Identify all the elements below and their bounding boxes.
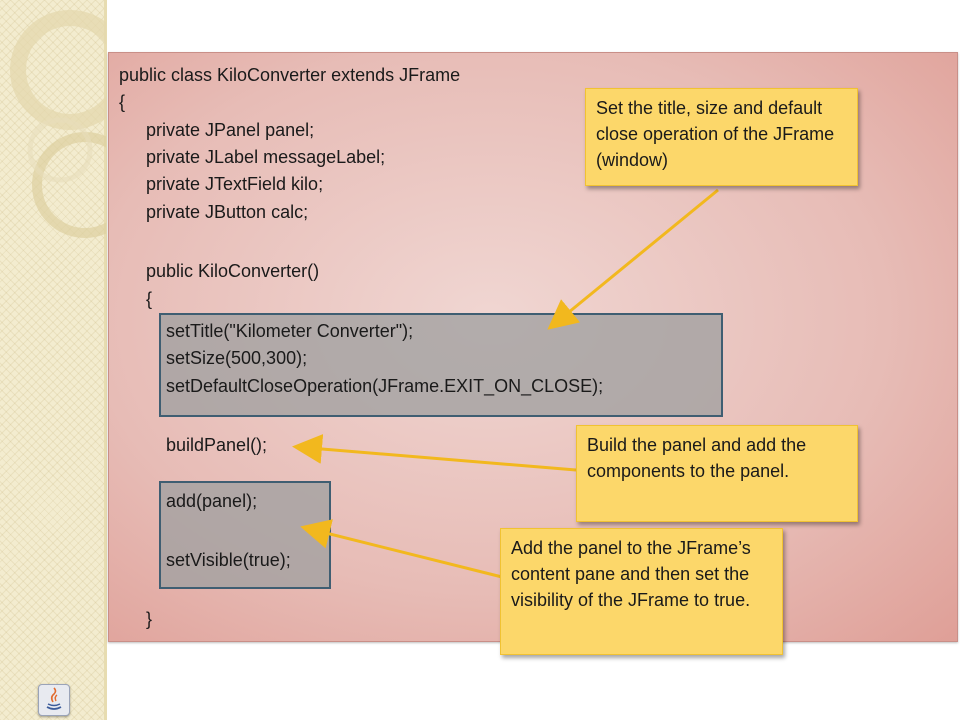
code-line-open-brace: { bbox=[119, 92, 126, 112]
java-logo-icon bbox=[38, 684, 70, 716]
note-title-size: Set the title, size and default close op… bbox=[585, 88, 858, 186]
code-line-field-kilo: private JTextField kilo; bbox=[146, 174, 324, 194]
code-line-field-label: private JLabel messageLabel; bbox=[146, 147, 386, 167]
code-line-buildpanel: buildPanel(); bbox=[166, 435, 268, 455]
code-line-close-brace: } bbox=[146, 609, 153, 629]
code-line-field-panel: private JPanel panel; bbox=[146, 120, 315, 140]
code-line-constructor: public KiloConverter() bbox=[146, 261, 320, 281]
sidebar-divider bbox=[104, 0, 107, 720]
code-line-field-calc: private JButton calc; bbox=[146, 202, 309, 222]
note-build-panel: Build the panel and add the components t… bbox=[576, 425, 858, 522]
code-line-setsize: setSize(500,300); bbox=[166, 348, 308, 368]
note-add-visible: Add the panel to the JFrame’s content pa… bbox=[500, 528, 783, 655]
code-line-setvisible: setVisible(true); bbox=[166, 550, 291, 570]
highlight-setup-block bbox=[159, 313, 723, 417]
code-line-settitle: setTitle("Kilometer Converter"); bbox=[166, 321, 414, 341]
decorative-circles bbox=[10, 10, 106, 238]
code-line-setdefaultclose: setDefaultCloseOperation(JFrame.EXIT_ON_… bbox=[166, 376, 604, 396]
code-line-constructor-brace: { bbox=[146, 289, 153, 309]
code-line-add-panel: add(panel); bbox=[166, 491, 258, 511]
code-line-class-decl: public class KiloConverter extends JFram… bbox=[119, 65, 461, 85]
